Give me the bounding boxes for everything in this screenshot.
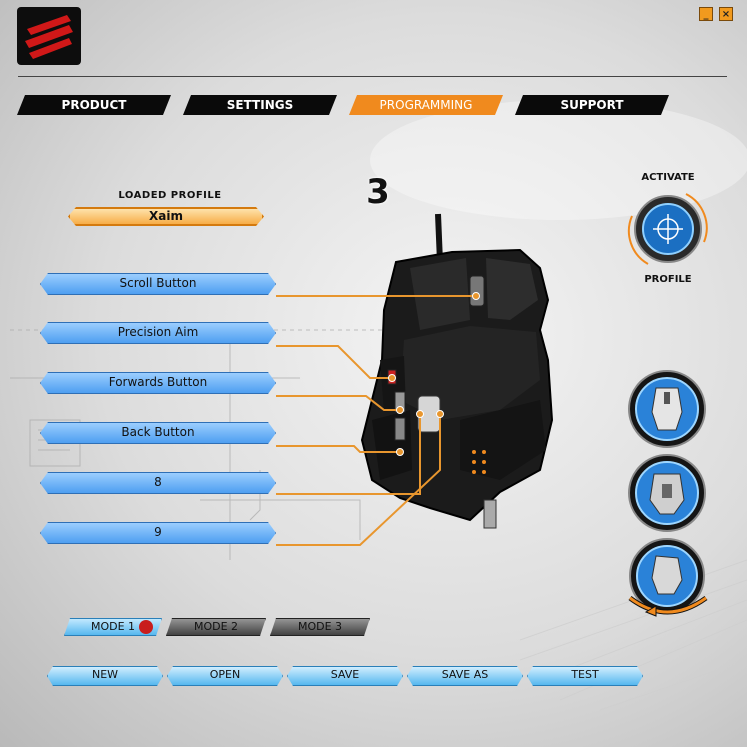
mouse-top-view-icon: [651, 387, 683, 431]
save-as-button[interactable]: SAVE AS: [407, 666, 523, 686]
view-top-button[interactable]: [626, 368, 708, 450]
view-rotate-button[interactable]: [622, 536, 716, 628]
app-logo: [17, 7, 81, 65]
view-front-button[interactable]: [626, 452, 708, 534]
assignment-forwards-button[interactable]: Forwards Button: [40, 372, 276, 394]
assignment-button-8[interactable]: 8: [40, 472, 276, 494]
mouse-front-view-icon: [649, 473, 685, 515]
tab-settings[interactable]: SETTINGS: [183, 95, 337, 115]
open-button[interactable]: OPEN: [167, 666, 283, 686]
save-button[interactable]: SAVE: [287, 666, 403, 686]
active-mode-icon: [139, 620, 153, 634]
assignment-precision-aim[interactable]: Precision Aim: [40, 322, 276, 344]
crosshair-icon: [653, 214, 683, 244]
minimize-button[interactable]: _: [699, 7, 713, 21]
header-divider: [18, 76, 727, 77]
activate-label: ACTIVATE: [641, 172, 695, 183]
tab-product[interactable]: PRODUCT: [17, 95, 171, 115]
new-button[interactable]: NEW: [47, 666, 163, 686]
mouse-rotate-view-icon: [628, 555, 708, 617]
current-mode-number: 3: [366, 172, 390, 212]
assignment-scroll-button[interactable]: Scroll Button: [40, 273, 276, 295]
mode-2-button[interactable]: MODE 2: [166, 618, 266, 636]
activate-profile-button[interactable]: [624, 186, 712, 272]
claw-marks-icon: [25, 15, 73, 59]
loaded-profile-value[interactable]: Xaim: [68, 207, 264, 226]
assignment-back-button[interactable]: Back Button: [40, 422, 276, 444]
test-button[interactable]: TEST: [527, 666, 643, 686]
tab-programming[interactable]: PROGRAMMING: [349, 95, 503, 115]
mode-1-label: MODE 1: [90, 620, 136, 633]
close-button[interactable]: ×: [719, 7, 733, 21]
mode-3-button[interactable]: MODE 3: [270, 618, 370, 636]
assignment-button-9[interactable]: 9: [40, 522, 276, 544]
profile-label: PROFILE: [644, 274, 692, 285]
loaded-profile-title: LOADED PROFILE: [118, 190, 222, 201]
tab-support[interactable]: SUPPORT: [515, 95, 669, 115]
mode-1-button[interactable]: MODE 1: [64, 618, 162, 636]
